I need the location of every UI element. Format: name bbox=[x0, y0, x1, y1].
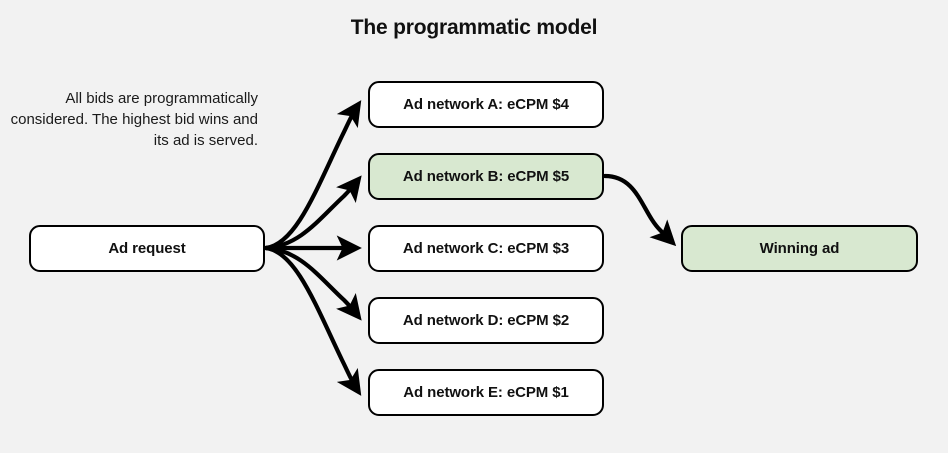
edge-network-b-to-winning-ad bbox=[602, 173, 677, 247]
node-ad-request[interactable]: Ad request bbox=[29, 225, 265, 272]
node-ad-network-a-label: Ad network A: eCPM $4 bbox=[403, 96, 569, 113]
explanatory-caption: All bids are programmatically considered… bbox=[10, 90, 258, 149]
node-ad-network-e[interactable]: Ad network E: eCPM $1 bbox=[368, 369, 604, 416]
node-winning-ad-label: Winning ad bbox=[759, 240, 840, 257]
node-ad-network-b-label: Ad network B: eCPM $5 bbox=[402, 168, 570, 185]
edge-ad-request-to-network-e bbox=[263, 245, 362, 396]
edge-ad-request-to-network-d bbox=[263, 245, 362, 321]
edge-ad-request-to-network-a bbox=[263, 100, 362, 251]
node-ad-network-c-label: Ad network C: eCPM $3 bbox=[402, 240, 570, 257]
node-ad-network-b[interactable]: Ad network B: eCPM $5 bbox=[368, 153, 604, 200]
node-ad-network-d-label: Ad network D: eCPM $2 bbox=[402, 312, 570, 329]
page-title: The programmatic model bbox=[350, 16, 598, 39]
node-ad-network-e-label: Ad network E: eCPM $1 bbox=[403, 384, 569, 401]
edge-ad-request-to-network-b bbox=[263, 175, 362, 251]
node-ad-network-d[interactable]: Ad network D: eCPM $2 bbox=[368, 297, 604, 344]
node-ad-network-a[interactable]: Ad network A: eCPM $4 bbox=[368, 81, 604, 128]
node-ad-network-c[interactable]: Ad network C: eCPM $3 bbox=[368, 225, 604, 272]
node-ad-request-label: Ad request bbox=[108, 240, 186, 257]
node-winning-ad[interactable]: Winning ad bbox=[681, 225, 918, 272]
